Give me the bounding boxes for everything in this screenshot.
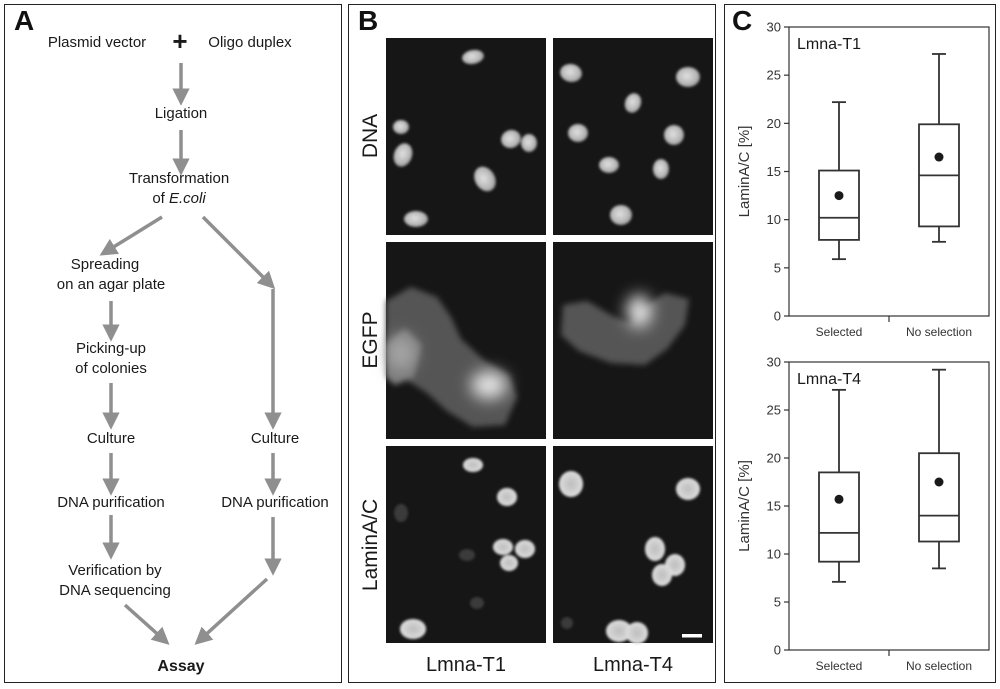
col-label-lmna-t1: Lmna-T1	[426, 654, 506, 676]
y-tick-label: 5	[774, 260, 781, 275]
arrow-left-to-assay	[123, 603, 170, 645]
flow-verification-1: Verification by	[68, 562, 162, 579]
flow-transformation-2: of E.coli	[152, 190, 206, 207]
flow-assay: Assay	[157, 658, 204, 675]
arrow-to-right-branch	[201, 215, 276, 290]
panel-b-micrographs: DNA EGFP LaminA/C Lmna-T1 Lmna-T4 B	[348, 4, 716, 683]
flow-culture-left: Culture	[87, 430, 135, 447]
workflow-diagram: Plasmid vector + Oligo duplex Ligation T…	[48, 26, 329, 675]
box-iqr	[818, 471, 860, 563]
box-mean-point	[834, 494, 844, 504]
panel-a-workflow: Plasmid vector + Oligo duplex Ligation T…	[4, 4, 342, 683]
y-tick-label: 25	[767, 68, 781, 83]
arrow-to-spreading	[99, 215, 163, 256]
panel-letter-c: C	[732, 5, 753, 36]
y-tick-label: 10	[767, 547, 781, 562]
arrow-right-to-assay	[194, 577, 269, 645]
y-tick-label: 0	[774, 309, 781, 324]
flow-oligo: Oligo duplex	[208, 34, 292, 51]
x-category-label: No selection	[906, 659, 972, 673]
box-iqr	[918, 452, 960, 543]
flow-picking-1: Picking-up	[76, 340, 146, 357]
chart-title: Lmna-T4	[797, 371, 861, 388]
flow-dna-purif-right: DNA purification	[221, 494, 329, 511]
flow-verification-2: DNA sequencing	[59, 582, 171, 599]
box-mean-point	[934, 152, 944, 162]
flow-plasmid: Plasmid vector	[48, 34, 146, 51]
row-label-egfp: EGFP	[359, 311, 382, 368]
row-label-dna: DNA	[359, 114, 382, 158]
y-tick-label: 15	[767, 499, 781, 514]
row-label-laminac: LaminA/C	[359, 499, 382, 591]
y-tick-label: 5	[774, 595, 781, 610]
panel-letter-a: A	[14, 5, 35, 36]
chart-title: Lmna-T1	[797, 36, 861, 53]
y-tick-label: 20	[767, 451, 781, 466]
y-tick-label: 10	[767, 212, 781, 227]
x-category-label: Selected	[816, 325, 863, 339]
scale-bar	[682, 634, 702, 638]
box-iqr	[818, 169, 860, 241]
y-tick-label: 20	[767, 116, 781, 131]
box-mean-point	[934, 477, 944, 487]
micrograph-grid: DNA EGFP LaminA/C Lmna-T1 Lmna-T4	[359, 38, 713, 676]
flow-spreading-1: Spreading	[71, 256, 139, 273]
flow-ligation: Ligation	[155, 105, 208, 122]
flow-spreading-2: on an agar plate	[57, 276, 165, 293]
y-tick-label: 25	[767, 403, 781, 418]
y-axis-label: LaminA/C [%]	[736, 460, 753, 552]
y-tick-label: 15	[767, 164, 781, 179]
y-tick-label: 30	[767, 20, 781, 35]
flow-picking-2: of colonies	[75, 360, 147, 377]
flow-dna-purif-left: DNA purification	[57, 494, 165, 511]
y-tick-label: 30	[767, 355, 781, 370]
y-tick-label: 0	[774, 643, 781, 658]
x-category-label: No selection	[906, 325, 972, 339]
col-label-lmna-t4: Lmna-T4	[593, 654, 673, 676]
flow-culture-right: Culture	[251, 430, 299, 447]
panel-letter-b: B	[358, 5, 379, 36]
flow-transformation-1: Transformation	[129, 170, 229, 187]
box-mean-point	[834, 191, 844, 201]
flow-plus: +	[172, 26, 187, 56]
y-axis-label: LaminA/C [%]	[736, 126, 753, 218]
image-dna-lmna-t1	[386, 38, 546, 235]
x-category-label: Selected	[816, 659, 863, 673]
